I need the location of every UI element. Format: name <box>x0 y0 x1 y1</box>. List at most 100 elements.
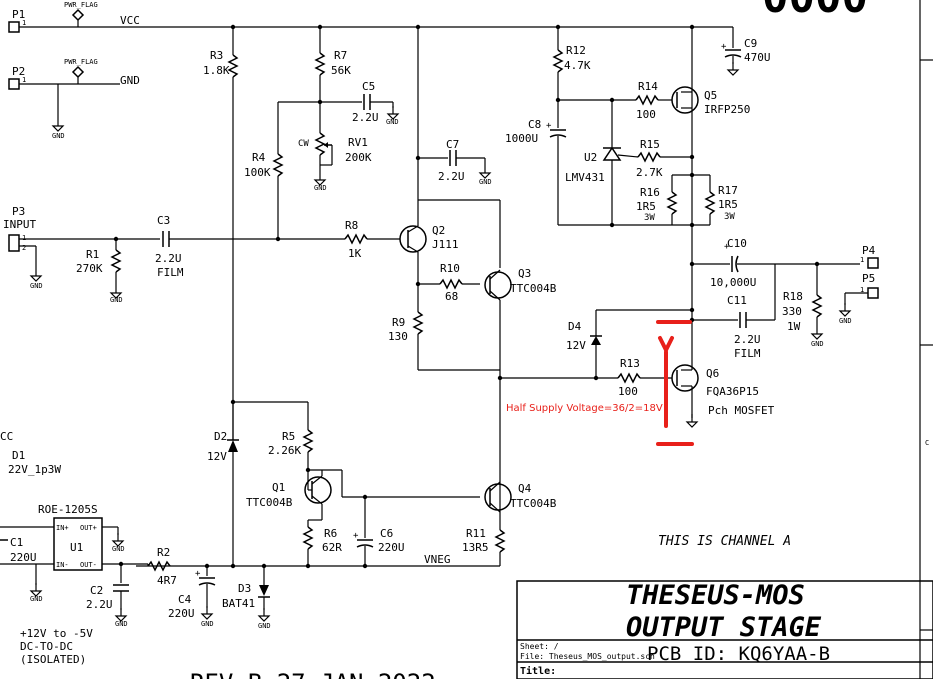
svg-text:Q4: Q4 <box>518 482 532 495</box>
svg-text:R4: R4 <box>252 151 266 164</box>
svg-text:R7: R7 <box>334 49 347 62</box>
svg-text:R2: R2 <box>157 546 170 559</box>
net-gnd-label: GND <box>120 74 140 87</box>
svg-text:+: + <box>721 42 727 52</box>
svg-text:TTC004B: TTC004B <box>246 496 293 509</box>
svg-text:1: 1 <box>860 256 864 264</box>
svg-text:IRFP250: IRFP250 <box>704 103 750 116</box>
svg-text:56K: 56K <box>331 64 351 77</box>
svg-text:P2: P2 <box>12 65 25 78</box>
svg-text:C1: C1 <box>10 536 23 549</box>
svg-text:R16: R16 <box>640 186 660 199</box>
u1-dcdc: IN+ OUT+ IN- OUT- U1 ROE-1205S <box>38 503 103 571</box>
svg-text:CC: CC <box>0 430 13 443</box>
svg-text:D3: D3 <box>238 582 251 595</box>
svg-text:C11: C11 <box>727 294 747 307</box>
svg-text:Q6: Q6 <box>706 367 719 380</box>
svg-text:2.7K: 2.7K <box>636 166 663 179</box>
svg-text:470U: 470U <box>744 51 771 64</box>
svg-text:130: 130 <box>388 330 408 343</box>
svg-text:2.2U: 2.2U <box>86 598 113 611</box>
revision-text: REV B 27 JAN 2022 <box>190 669 436 679</box>
svg-text:GND: GND <box>258 622 271 630</box>
net-vneg: VNEG <box>424 553 451 566</box>
svg-text:1R5: 1R5 <box>636 200 656 213</box>
svg-text:2.2U: 2.2U <box>155 252 182 265</box>
svg-text:220U: 220U <box>10 551 37 564</box>
svg-text:C10: C10 <box>727 237 747 250</box>
svg-text:C9: C9 <box>744 37 757 50</box>
svg-text:R6: R6 <box>324 527 337 540</box>
svg-text:Sheet: /: Sheet: / <box>520 642 559 651</box>
svg-text:GND: GND <box>479 178 492 186</box>
pwr-flag-gnd: PWR_FLAG <box>64 58 98 84</box>
svg-text:OUT+: OUT+ <box>80 524 97 532</box>
svg-text:R13: R13 <box>620 357 640 370</box>
svg-text:+: + <box>353 531 359 541</box>
svg-text:BAT41: BAT41 <box>222 597 255 610</box>
svg-text:GND: GND <box>811 340 824 348</box>
channel-note: THIS IS CHANNEL A <box>658 534 791 549</box>
svg-text:R17: R17 <box>718 184 738 197</box>
r1-ref: R1 <box>86 248 99 261</box>
svg-text:GND: GND <box>30 282 43 290</box>
svg-text:10,000U: 10,000U <box>710 276 756 289</box>
svg-text:D2: D2 <box>214 430 227 443</box>
p2-connector: P2 1 <box>8 65 26 90</box>
svg-text:R11: R11 <box>466 527 486 540</box>
svg-text:PWR_FLAG: PWR_FLAG <box>64 1 98 9</box>
svg-text:LMV431: LMV431 <box>565 171 605 184</box>
p4-connector: P4 1 <box>860 244 879 269</box>
svg-text:D1: D1 <box>12 449 25 462</box>
svg-text:+: + <box>195 569 201 579</box>
svg-text:100K: 100K <box>244 166 271 179</box>
svg-text:GND: GND <box>110 296 123 304</box>
svg-text:GND: GND <box>386 118 399 126</box>
title-block: THESEUS-MOS OUTPUT STAGE Sheet: / File: … <box>516 580 933 679</box>
svg-text:C7: C7 <box>446 138 459 151</box>
svg-text:R3: R3 <box>210 49 223 62</box>
svg-text:Q5: Q5 <box>704 89 717 102</box>
svg-text:FILM: FILM <box>734 347 761 360</box>
svg-text:D4: D4 <box>568 320 582 333</box>
p5-connector: P5 1 <box>860 272 879 299</box>
r1-value: 270K <box>76 262 103 275</box>
svg-text:GND: GND <box>52 132 65 140</box>
svg-text:22V_1p3W: 22V_1p3W <box>8 463 61 476</box>
svg-text:100: 100 <box>618 385 638 398</box>
svg-text:C6: C6 <box>380 527 393 540</box>
svg-text:P5: P5 <box>862 272 875 285</box>
sheet-frame: C <box>919 0 933 679</box>
svg-text:1: 1 <box>860 286 864 294</box>
svg-text:2.26K: 2.26K <box>268 444 301 457</box>
p3-input-connector: P3 INPUT 1 2 <box>3 205 36 252</box>
svg-text:R9: R9 <box>392 316 405 329</box>
svg-text:Title:: Title: <box>520 665 556 677</box>
svg-text:R14: R14 <box>638 80 658 93</box>
svg-text:12V: 12V <box>566 339 586 352</box>
svg-text:U2: U2 <box>584 151 597 164</box>
svg-text:62R: 62R <box>322 541 342 554</box>
svg-text:File: Theseus_MOS_output.sch: File: Theseus_MOS_output.sch <box>520 652 655 661</box>
svg-text:GND: GND <box>112 545 125 553</box>
title-line-1: THESEUS-MOS <box>626 580 805 611</box>
svg-text:FQA36P15: FQA36P15 <box>706 385 759 398</box>
svg-text:1: 1 <box>22 76 26 84</box>
svg-text:CW: CW <box>298 139 309 149</box>
svg-text:1000U: 1000U <box>505 132 538 145</box>
svg-text:FILM: FILM <box>157 266 184 279</box>
pwr-flag-vcc: PWR_FLAG <box>64 1 98 27</box>
svg-text:4.7K: 4.7K <box>564 59 591 72</box>
svg-text:C5: C5 <box>362 80 375 93</box>
svg-text:DC-TO-DC: DC-TO-DC <box>20 640 73 653</box>
svg-text:1: 1 <box>22 234 26 242</box>
svg-text:+12V to -5V: +12V to -5V <box>20 627 93 640</box>
annotation-text: Half Supply Voltage=36/2=18V <box>506 403 663 414</box>
svg-text:R8: R8 <box>345 219 358 232</box>
svg-text:PWR_FLAG: PWR_FLAG <box>64 58 98 66</box>
svg-text:12V: 12V <box>207 450 227 463</box>
svg-text:R12: R12 <box>566 44 586 57</box>
svg-text:U1: U1 <box>70 541 83 554</box>
svg-text:1: 1 <box>22 19 26 27</box>
